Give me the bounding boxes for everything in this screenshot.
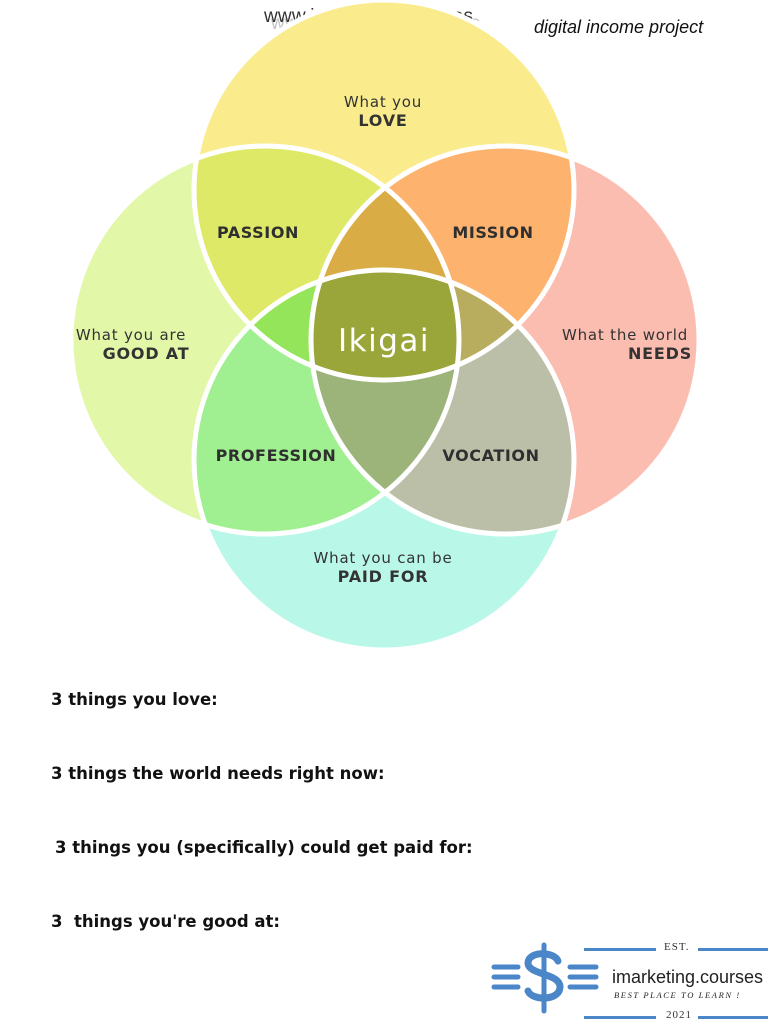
love-label-line1: What you bbox=[344, 93, 422, 111]
love-good-needs-lens bbox=[311, 146, 459, 380]
world-needs-label-line2: NEEDS bbox=[628, 344, 692, 363]
prompt-love: 3 things you love: bbox=[51, 690, 218, 709]
good-at-label-line2: GOOD AT bbox=[103, 344, 190, 363]
logo-tagline: BEST PLACE TO LEARN ! bbox=[614, 990, 741, 1000]
mission-label: MISSION bbox=[452, 223, 533, 242]
prompt-good-at: 3 things you're good at: bbox=[51, 912, 281, 931]
logo-rule-bottom-left bbox=[584, 1016, 656, 1019]
love-label-line2: LOVE bbox=[358, 111, 407, 130]
good-at-label-line1: What you are bbox=[76, 326, 186, 344]
paid-for-label-line2: PAID FOR bbox=[338, 567, 429, 586]
imarketing-logo[interactable]: EST. imarketing.courses BEST PLACE TO LE… bbox=[488, 935, 768, 1024]
profession-label: PROFESSION bbox=[216, 446, 337, 465]
logo-rule-bottom-right bbox=[698, 1016, 768, 1019]
prompt-paid-for: 3 things you (specifically) could get pa… bbox=[55, 838, 473, 857]
passion-label: PASSION bbox=[217, 223, 299, 242]
logo-rule-right bbox=[698, 948, 768, 951]
logo-name: imarketing.courses bbox=[612, 967, 764, 987]
logo-est: EST. bbox=[664, 941, 690, 953]
dollar-sign-icon bbox=[491, 942, 599, 1014]
paid-for-label-line1: What you can be bbox=[314, 549, 453, 567]
ikigai-center-label: Ikigai bbox=[338, 323, 430, 359]
logo-year: 2021 bbox=[666, 1009, 692, 1021]
prompt-world-needs: 3 things the world needs right now: bbox=[51, 764, 385, 783]
vocation-label: VOCATION bbox=[442, 446, 539, 465]
logo-rule-left bbox=[584, 948, 656, 951]
project-title: digital income project bbox=[534, 17, 704, 37]
ikigai-venn-diagram: What you LOVE What you are GOOD AT What … bbox=[71, 0, 699, 650]
world-needs-label-line1: What the world bbox=[562, 326, 688, 344]
paid-good-needs-lens bbox=[311, 270, 459, 534]
